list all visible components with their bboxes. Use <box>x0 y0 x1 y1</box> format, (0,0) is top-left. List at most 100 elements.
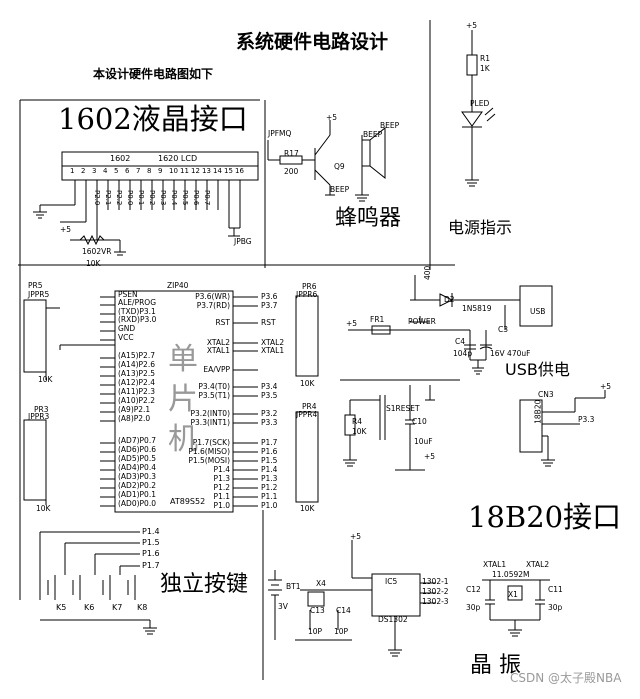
mcu-left-pin: (TXD)P3.1 <box>118 307 156 316</box>
mcu-left-pin: (A8)P2.0 <box>118 414 151 423</box>
osc-c11: C11 <box>548 585 563 594</box>
lcd-net-label: P0.6 <box>192 190 200 206</box>
mcu-right-net: P1.5 <box>261 456 278 465</box>
mcu-right-pin: RST <box>215 318 230 327</box>
mcu-left-pin: (A12)P2.4 <box>118 378 155 387</box>
pr4-ref: PR4 <box>302 402 317 411</box>
rtc-c13: C13 <box>310 606 325 615</box>
lcd-header-2: 1620 LCD <box>158 154 198 163</box>
mcu-right-pin: P1.0 <box>213 501 230 510</box>
rtc-c14: C14 <box>336 606 351 615</box>
lcd-header-1: 1602 <box>110 154 131 163</box>
lcd-pot-label: 1602VR <box>82 247 112 256</box>
osc-c12: C12 <box>466 585 481 594</box>
usb-c4: C4 <box>455 337 466 346</box>
lcd-pin-number: 14 <box>213 167 222 175</box>
mcu-right-net: P1.2 <box>261 483 278 492</box>
usb-400: 400 <box>423 265 432 280</box>
lcd-pin-number: 9 <box>158 167 163 175</box>
reset-c10: C10 <box>412 417 427 426</box>
buzzer-r-value: 200 <box>284 167 299 176</box>
reset-circuit <box>343 385 435 471</box>
mcu-left-pin: (AD7)P0.7 <box>118 436 156 445</box>
mcu-right-net: P1.0 <box>261 501 278 510</box>
key-net-label: P1.4 <box>142 527 160 536</box>
ds18b20-vcc: +5 <box>600 382 612 391</box>
lcd-pin-number: 15 <box>224 167 233 175</box>
reset-r4-value: 10K <box>352 427 367 436</box>
crystal-label: 晶 振 <box>470 653 521 678</box>
mcu-left-pin: (AD3)P0.3 <box>118 472 156 481</box>
lcd-pin-number: 13 <box>202 167 211 175</box>
buzzer-beep-1: BEEP <box>380 121 400 130</box>
reset-r4: R4 <box>352 417 362 426</box>
ds18b20-interface-label: 18B20接口 <box>468 500 622 534</box>
mcu-right-pin: P1.6(MISO) <box>188 447 230 456</box>
rtc-net-3: 1302-3 <box>422 597 449 606</box>
lcd-jp-label: JPBG <box>234 237 252 246</box>
mcu-right-pin: P1.1 <box>213 492 230 501</box>
mcu-left-pin: (A15)P2.7 <box>118 351 155 360</box>
rtc-c13-value: 10P <box>308 627 323 636</box>
osc-c11-value: 30p <box>548 603 563 612</box>
osc-c12-value: 30p <box>466 603 481 612</box>
mcu-left-pin: PSEN <box>118 290 138 299</box>
key-ref-label: K8 <box>137 603 148 612</box>
mcu-right-pin: P1.5(MOSI) <box>188 456 230 465</box>
mcu-right-net: P3.3 <box>261 418 278 427</box>
lcd-pin-number: 12 <box>191 167 200 175</box>
lcd-net-label: P0.5 <box>181 190 189 206</box>
rtc-circuit <box>268 540 436 657</box>
mcu-left-pin: (A9)P2.1 <box>118 405 151 414</box>
mcu-right-pin: P3.5(T1) <box>198 391 230 400</box>
mcu-left-pin: VCC <box>118 333 134 342</box>
lcd-net-label: P0.7 <box>203 190 211 206</box>
keys-label: 独立按键 <box>160 572 249 597</box>
pr6-value: 10K <box>300 379 315 388</box>
lcd-pin-number: 5 <box>114 167 119 175</box>
mcu-model: AT89S52 <box>170 497 206 506</box>
mcu-left-pin: GND <box>118 324 136 333</box>
lcd-net-label: P2.1 <box>104 190 112 206</box>
rtc-c14-value: 10P <box>334 627 349 636</box>
page-title: 系统硬件电路设计 <box>236 31 389 53</box>
page-subtitle: 本设计硬件电路图如下 <box>93 67 214 81</box>
mcu-left-pin: (AD4)P0.4 <box>118 463 156 472</box>
resistor-array-pr4 <box>295 411 319 503</box>
led-r-label: R1 <box>480 54 490 63</box>
mcu-pin-stubs <box>59 296 258 507</box>
rtc-vcc: +5 <box>350 532 362 541</box>
mcu-left-pin: (AD2)P0.2 <box>118 481 156 490</box>
mcu-right-net: XTAL2 <box>261 338 285 347</box>
ds18b20-chip: 18B20 <box>533 399 543 424</box>
led-vcc: +5 <box>466 21 478 30</box>
lcd-pin-number: 16 <box>235 167 244 175</box>
usb-fuse: FR1 <box>370 315 385 324</box>
rtc-model: DS1302 <box>378 615 408 624</box>
lcd-pin-number: 1 <box>70 167 75 175</box>
rtc-x4: X4 <box>316 579 326 588</box>
mcu-right-pin: P3.7(RD) <box>196 301 230 310</box>
lcd-interface-label: 1602液晶接口 <box>58 102 248 136</box>
usb-c4-value: 104p <box>453 349 473 358</box>
buzzer-vcc: +5 <box>326 113 338 122</box>
mcu-right-pin: XTAL1 <box>206 346 230 355</box>
mcu-right-pin: P1.3 <box>213 474 230 483</box>
mcu-left-pin: (AD0)P0.0 <box>118 499 156 508</box>
mcu-right-net: P3.5 <box>261 391 278 400</box>
led-label: PLED <box>470 99 490 108</box>
mcu-watermark-char: 机 <box>168 422 198 457</box>
osc-freq: 11.0592M <box>492 570 530 579</box>
pr3-ref: PR3 <box>34 405 49 414</box>
rtc-battery-volt: 3V <box>278 602 288 611</box>
resistor-array-pr6 <box>295 295 319 377</box>
mcu-left-pin: (AD6)P0.6 <box>118 445 156 454</box>
lcd-net-label: P0.4 <box>170 190 178 206</box>
mcu-right-pin: P1.7(SCK) <box>192 438 230 447</box>
mcu-left-pin: (A11)P2.3 <box>118 387 155 396</box>
pr3-value: 10K <box>36 504 51 513</box>
mcu-ref: ZIP40 <box>167 281 189 290</box>
lcd-net-label: P0.2 <box>148 190 156 206</box>
buzzer-circuit <box>267 120 386 202</box>
